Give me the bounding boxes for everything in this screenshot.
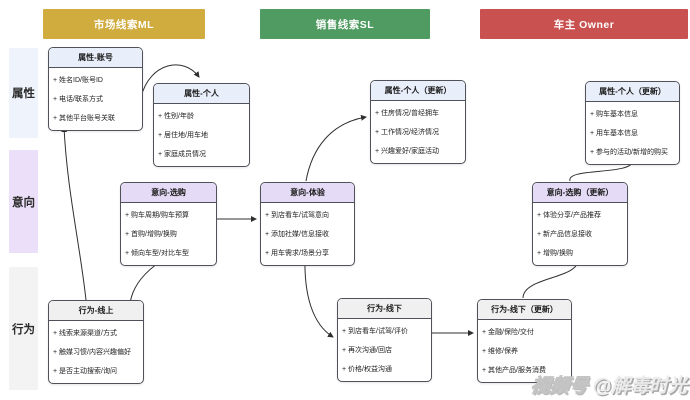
watermark: 视频号@解毒时光 xyxy=(529,371,687,398)
node-title: 属性-个人（更新） xyxy=(586,82,679,102)
lane-header-marketing-leads: 市场线索ML xyxy=(43,9,205,39)
lane-header-sales-leads: 销售线索SL xyxy=(260,9,430,39)
node-item: + 到店看车/试驾意向 xyxy=(265,211,329,219)
node-item-list: + 到店看车/试驾意向 + 添加社媒/信息接收 + 用车需求/场景分享 xyxy=(261,203,354,265)
node-title: 属性-个人 xyxy=(154,84,249,104)
row-label-intent: 意向 xyxy=(9,150,38,253)
node-title: 行为-线下 xyxy=(338,299,431,319)
node-item: + 金融/保险/交付 xyxy=(482,328,534,336)
node-item-list: + 线索来源渠道/方式 + 触媒习惯/内容兴趣偏好 + 是否主动搜索/询问 xyxy=(49,321,143,383)
node-intent-purchase: 意向-选购 + 购车周期/购车预算 + 首购/增购/换购 + 倾向车型/对比车型 xyxy=(120,182,217,266)
node-item: + 触媒习惯/内容兴趣偏好 xyxy=(53,348,131,356)
node-attr-personal-sl: 属性-个人（更新） + 住房情况/曾经拥车 + 工作情况/经济情况 + 兴趣爱好/家庭… xyxy=(370,80,466,164)
arrow-behavior-online-to-attr-account xyxy=(61,126,87,301)
arrow-intent-experience-to-attr-personal-sl xyxy=(305,114,367,182)
node-item: + 姓名ID/账号ID xyxy=(53,76,103,84)
node-item: + 兴趣爱好/家庭活动 xyxy=(375,147,439,155)
node-title: 意向-选购 xyxy=(121,183,216,203)
node-item-list: + 性别/年龄 + 居住地/用车地 + 家庭成员情况 xyxy=(154,104,249,166)
arrow-intent-experience-to-behavior-offline xyxy=(304,256,334,338)
node-attr-personal: 属性-个人 + 性别/年龄 + 居住地/用车地 + 家庭成员情况 xyxy=(153,83,250,167)
node-attr-account: 属性-账号 + 姓名ID/账号ID + 电话/联系方式 + 其他平台账号关联 xyxy=(48,47,143,131)
node-item: + 购车基本信息 xyxy=(590,110,639,118)
watermark-author: @解毒时光 xyxy=(592,376,687,397)
node-item-list: + 体验分享/产品推荐 + 新产品信息接收 + 增购/换购 xyxy=(533,203,627,265)
node-item-list: + 姓名ID/账号ID + 电话/联系方式 + 其他平台账号关联 xyxy=(49,68,142,130)
node-item: + 倾向车型/对比车型 xyxy=(125,249,189,257)
node-title: 属性-账号 xyxy=(49,48,142,68)
node-title: 行为-线上 xyxy=(49,301,143,321)
node-behavior-online: 行为-线上 + 线索来源渠道/方式 + 触媒习惯/内容兴趣偏好 + 是否主动搜索/询问 xyxy=(48,300,144,384)
node-item: + 线索来源渠道/方式 xyxy=(53,329,117,337)
node-item-list: + 购车基本信息 + 用车基本信息 + 参与的活动/新增的购买 xyxy=(586,102,679,164)
node-item: + 体验分享/产品推荐 xyxy=(537,211,601,219)
node-item: + 住房情况/曾经拥车 xyxy=(375,109,439,117)
node-item: + 添加社媒/信息接收 xyxy=(265,230,329,238)
node-item: + 用车需求/场景分享 xyxy=(265,249,329,257)
node-title: 意向-选购（更新） xyxy=(533,183,627,203)
node-title: 行为-线下（更新） xyxy=(478,300,571,320)
node-item: + 其他平台账号关联 xyxy=(53,114,116,122)
node-intent-experience: 意向-体验 + 到店看车/试驾意向 + 添加社媒/信息接收 + 用车需求/场景分享 xyxy=(260,182,355,266)
lane-header-owner: 车主 Owner xyxy=(480,9,688,39)
node-item-list: + 购车周期/购车预算 + 首购/增购/换购 + 倾向车型/对比车型 xyxy=(121,203,216,265)
node-title: 属性-个人（更新） xyxy=(371,81,465,101)
node-item: + 参与的活动/新增的购买 xyxy=(590,148,668,156)
node-intent-purchase-owner: 意向-选购（更新） + 体验分享/产品推荐 + 新产品信息接收 + 增购/换购 xyxy=(532,182,628,266)
node-item: + 电话/联系方式 xyxy=(53,95,103,103)
node-item: + 居住地/用车地 xyxy=(158,131,208,139)
node-item: + 维修/保养 xyxy=(482,347,518,355)
node-item-list: + 住房情况/曾经拥车 + 工作情况/经济情况 + 兴趣爱好/家庭活动 xyxy=(371,101,465,163)
node-item-list: + 到店看车/试驾/评价 + 再次沟通/回店 + 价格/权益沟通 xyxy=(338,319,431,381)
row-label-attributes: 属性 xyxy=(9,48,38,138)
node-item: + 性别/年龄 xyxy=(158,112,194,120)
row-label-behavior: 行为 xyxy=(9,267,38,390)
node-behavior-offline: 行为-线下 + 到店看车/试驾/评价 + 再次沟通/回店 + 价格/权益沟通 xyxy=(337,298,432,382)
node-item: + 其他产品/服务消费 xyxy=(482,366,546,374)
node-attr-personal-owner: 属性-个人（更新） + 购车基本信息 + 用车基本信息 + 参与的活动/新增的购买 xyxy=(585,81,680,165)
node-behavior-offline-owner: 行为-线下（更新） + 金融/保险/交付 + 维修/保养 + 其他产品/服务消费 xyxy=(477,299,572,383)
node-item: + 用车基本信息 xyxy=(590,129,639,137)
node-item: + 首购/增购/换购 xyxy=(125,230,177,238)
node-item: + 购车周期/购车预算 xyxy=(125,211,189,219)
node-item: + 再次沟通/回店 xyxy=(342,346,392,354)
node-item: + 是否主动搜索/询问 xyxy=(53,367,117,375)
node-item: + 增购/换购 xyxy=(537,249,573,257)
node-item: + 价格/权益沟通 xyxy=(342,365,392,373)
node-item: + 到店看车/试驾/评价 xyxy=(342,327,408,335)
node-title: 意向-体验 xyxy=(261,183,354,203)
node-item-list: + 金融/保险/交付 + 维修/保养 + 其他产品/服务消费 xyxy=(478,320,571,382)
watermark-channels-logo: 视频号 xyxy=(529,376,590,398)
node-item: + 新产品信息接收 xyxy=(537,230,593,238)
node-item: + 家庭成员情况 xyxy=(158,150,207,158)
node-item: + 工作情况/经济情况 xyxy=(375,128,439,136)
